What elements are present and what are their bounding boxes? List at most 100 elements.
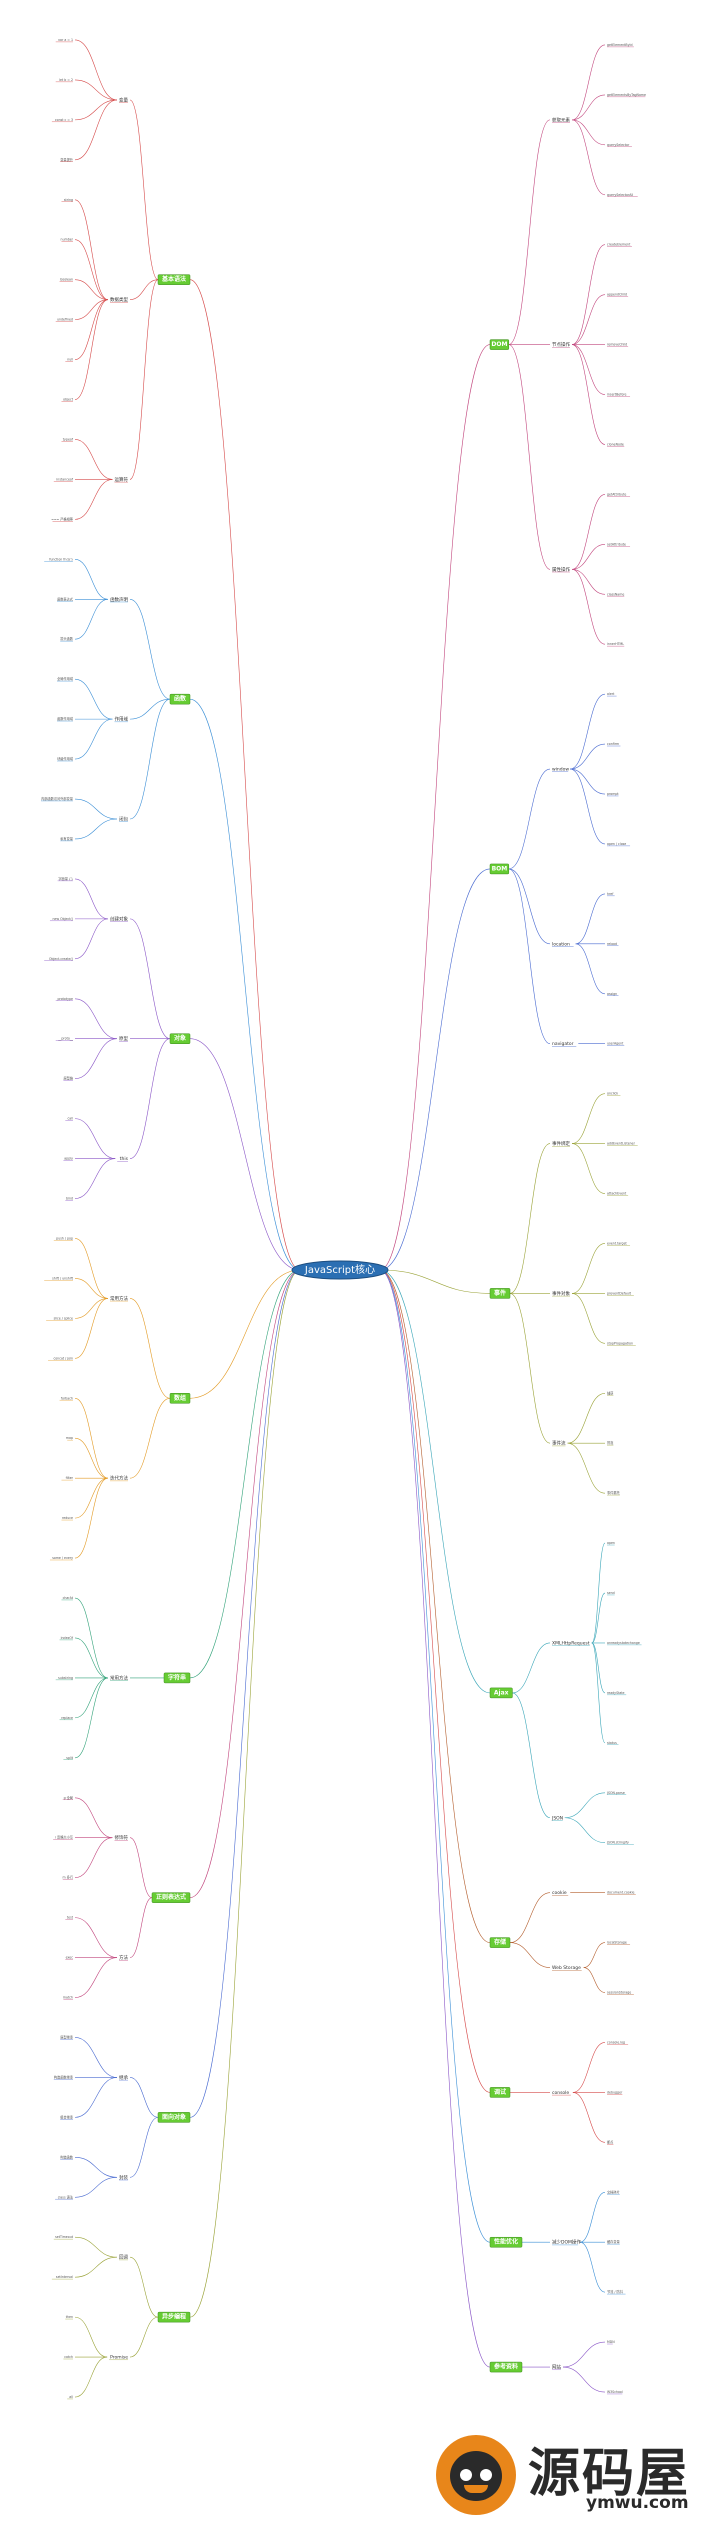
branch-node[interactable]: 函数 bbox=[169, 693, 191, 705]
sub-leaf-connector bbox=[74, 279, 109, 300]
svg-text:concat / join: concat / join bbox=[53, 1356, 73, 1360]
sub-leaf-connector bbox=[580, 2241, 606, 2293]
branch-label: 面向对象 bbox=[162, 2113, 186, 2121]
leaf-node: catch bbox=[64, 2355, 73, 2359]
sub-node: 方法 bbox=[119, 1954, 128, 1961]
leaf-node: indexOf bbox=[61, 1636, 74, 1640]
branch-node[interactable]: 参考资料 bbox=[489, 2361, 523, 2373]
sub-leaf-connector bbox=[74, 818, 118, 840]
sub-leaf-connector bbox=[570, 768, 606, 845]
sub-leaf-connector bbox=[571, 294, 606, 345]
svg-text:原型: 原型 bbox=[119, 1035, 128, 1042]
sub-leaf-connector bbox=[74, 2157, 118, 2178]
svg-text:apply: apply bbox=[64, 1157, 73, 1161]
sub-node: Promise bbox=[110, 2355, 128, 2361]
leaf-node: debugger bbox=[607, 2090, 623, 2094]
root-branch-connector bbox=[189, 698, 301, 1271]
svg-text:href: href bbox=[607, 892, 614, 896]
leaf-node: string bbox=[64, 198, 73, 202]
leaf-node: setTimeout bbox=[55, 2235, 74, 2239]
sub-leaf-connector bbox=[74, 1437, 109, 1479]
branch-node[interactable]: 事件 bbox=[489, 1288, 511, 1299]
sub-leaf-connector bbox=[74, 1677, 109, 1759]
branch-node[interactable]: 调试 bbox=[489, 2087, 511, 2098]
sub-leaf-connector bbox=[591, 1542, 606, 1644]
branch-node[interactable]: 正则表达式 bbox=[151, 1892, 191, 1903]
leaf-node: 断点 bbox=[607, 2139, 614, 2144]
svg-text:事件对象: 事件对象 bbox=[552, 1290, 570, 1297]
branch-sub-connector bbox=[129, 1397, 171, 1479]
svg-text:网站: 网站 bbox=[552, 2364, 561, 2371]
sub-leaf-connector bbox=[571, 1293, 606, 1344]
branch-node[interactable]: 基本语法 bbox=[157, 274, 191, 285]
sub-node: 事件对象 bbox=[552, 1290, 570, 1297]
branch-node[interactable]: DOM bbox=[489, 339, 510, 350]
branch-label: 基本语法 bbox=[161, 275, 186, 283]
root-branch-connector bbox=[189, 279, 301, 1271]
svg-text:闭包: 闭包 bbox=[119, 816, 128, 823]
svg-text:className: className bbox=[607, 592, 624, 596]
leaf-node: object bbox=[63, 398, 74, 402]
svg-text:open / close: open / close bbox=[607, 842, 626, 846]
branch-node[interactable]: 对象 bbox=[169, 1033, 191, 1044]
branch-node[interactable]: 数组 bbox=[169, 1393, 191, 1404]
sub-node: window bbox=[552, 767, 569, 773]
svg-text:事件绑定: 事件绑定 bbox=[552, 1140, 570, 1147]
svg-text:function fn(){}: function fn(){} bbox=[49, 557, 73, 561]
sub-leaf-connector bbox=[571, 119, 606, 146]
leaf-node: 冒泡 bbox=[607, 1440, 614, 1445]
leaf-node: reload bbox=[607, 942, 617, 946]
branch-node[interactable]: 字符串 bbox=[163, 1672, 191, 1684]
sub-leaf-connector bbox=[74, 1837, 113, 1878]
branch-sub-connector bbox=[509, 1293, 551, 1444]
svg-text:MDN: MDN bbox=[607, 2340, 615, 2344]
branch-node[interactable]: 存储 bbox=[489, 1937, 511, 1948]
branch-sub-connector bbox=[508, 868, 551, 945]
svg-text:this: this bbox=[120, 1156, 129, 1162]
svg-text:charAt: charAt bbox=[63, 1596, 74, 1600]
svg-text:JSON.stringify: JSON.stringify bbox=[606, 1841, 629, 1845]
svg-text:test: test bbox=[67, 1916, 74, 1920]
root-branch-connector bbox=[379, 1269, 491, 2368]
leaf-node: 字面量 {} bbox=[58, 876, 73, 881]
sub-leaf-connector bbox=[74, 1397, 109, 1479]
root-branch-connector bbox=[379, 1269, 491, 1294]
root-node[interactable]: JavaScript核心 bbox=[291, 1260, 389, 1280]
sub-node: 网站 bbox=[552, 2364, 561, 2371]
svg-text:g 全局: g 全局 bbox=[64, 1795, 73, 1800]
svg-text:回调: 回调 bbox=[119, 2254, 128, 2261]
leaf-node: forEach bbox=[61, 1396, 73, 1400]
leaf-node: push / pop bbox=[56, 1236, 73, 1240]
leaf-node: className bbox=[607, 592, 624, 596]
leaf-node: console.log bbox=[607, 2040, 625, 2044]
leaf-node: 函数作用域 bbox=[57, 716, 74, 721]
branch-sub-connector bbox=[129, 598, 171, 700]
branch-node[interactable]: 性能优化 bbox=[489, 2236, 523, 2248]
svg-text:JSON: JSON bbox=[551, 1815, 563, 1821]
branch-node[interactable]: Ajax bbox=[489, 1687, 513, 1699]
svg-text:string: string bbox=[64, 198, 73, 202]
sub-node: 常用方法 bbox=[110, 1674, 128, 1681]
root-branch-connector bbox=[189, 1269, 301, 1399]
branch-node[interactable]: 异步编程 bbox=[157, 2311, 191, 2323]
sub-leaf-connector bbox=[74, 299, 109, 320]
svg-text:修饰符: 修饰符 bbox=[115, 1834, 129, 1841]
sub-node: 数据类型 bbox=[110, 296, 128, 303]
root-branch-connector bbox=[189, 1269, 301, 2118]
branch-node[interactable]: 面向对象 bbox=[157, 2112, 191, 2123]
svg-text:prompt: prompt bbox=[607, 792, 619, 796]
branch-node[interactable]: BOM bbox=[489, 863, 510, 875]
branch-sub-connector bbox=[129, 1298, 171, 1399]
sub-leaf-connector bbox=[575, 943, 606, 995]
branch-sub-connector bbox=[509, 1892, 551, 1943]
sub-leaf-connector bbox=[564, 1817, 606, 1844]
monkey-logo-icon bbox=[436, 2435, 516, 2515]
sub-leaf-connector bbox=[571, 1093, 606, 1144]
branch-label: DOM bbox=[491, 341, 507, 348]
leaf-node: removeChild bbox=[607, 343, 627, 347]
sub-leaf-connector bbox=[571, 1143, 606, 1194]
svg-text:函数表达式: 函数表达式 bbox=[57, 596, 74, 601]
leaf-node: bind bbox=[66, 1197, 73, 1201]
svg-text:sessionStorage: sessionStorage bbox=[607, 1991, 631, 1995]
